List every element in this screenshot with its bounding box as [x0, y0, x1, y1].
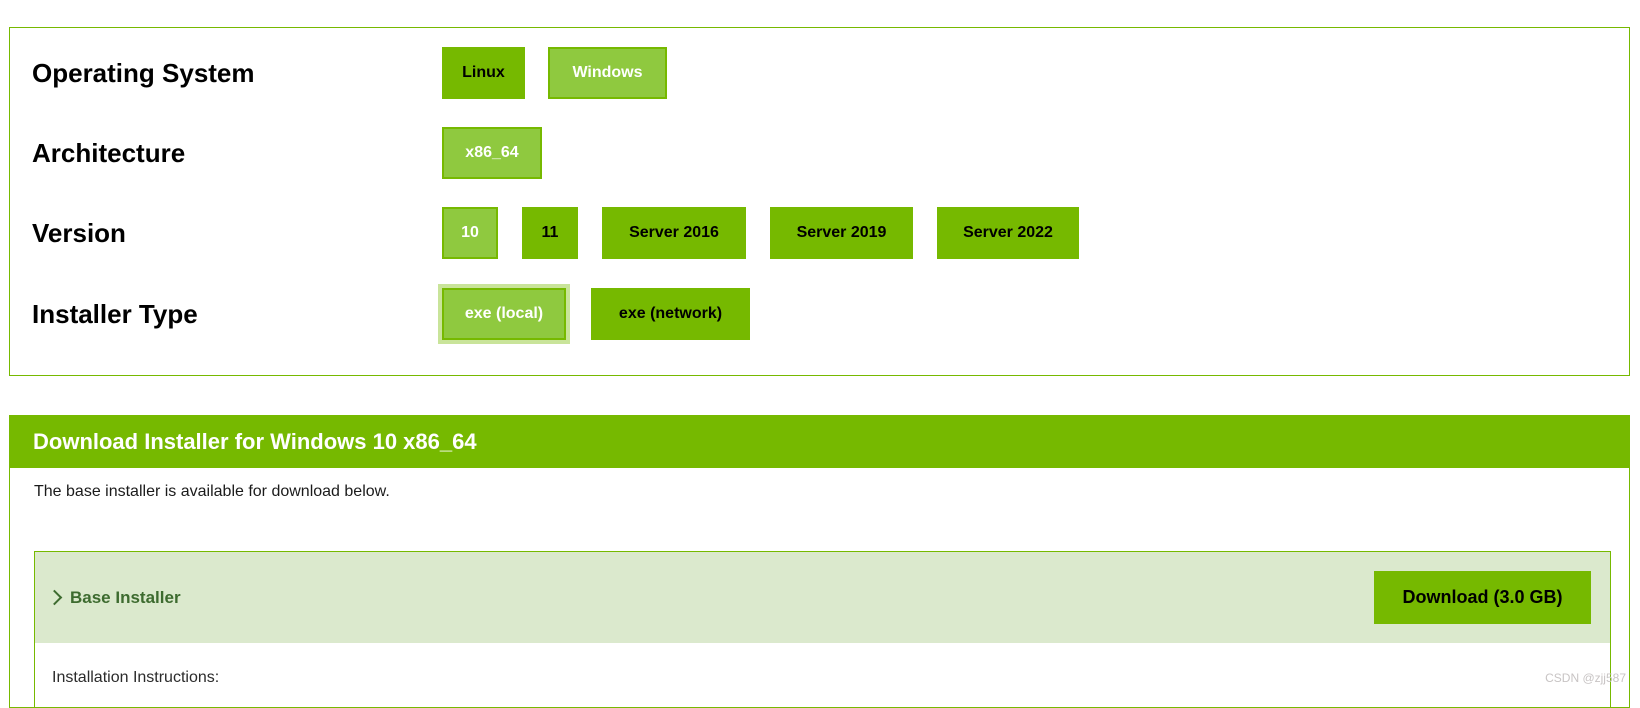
csdn-watermark: CSDN @zjj587 [1545, 671, 1626, 685]
installation-instructions-label: Installation Instructions: [52, 669, 220, 686]
base-installer-title-group: Base Installer [46, 587, 181, 608]
version-option-server-2019[interactable]: Server 2019 [770, 207, 913, 259]
version-options: 10 11 Server 2016 Server 2019 Server 202… [442, 207, 1079, 259]
selector-row-operating-system: Operating System Linux Windows [32, 47, 667, 99]
selector-row-version: Version 10 11 Server 2016 Server 2019 Se… [32, 207, 1079, 259]
base-installer-accordion: Base Installer Download (3.0 GB) Install… [34, 551, 1611, 707]
base-installer-intro-text: The base installer is available for down… [34, 483, 390, 500]
architecture-options: x86_64 [442, 127, 542, 179]
operating-system-options: Linux Windows [442, 47, 667, 99]
selector-row-architecture: Architecture x86_64 [32, 127, 542, 179]
platform-selector-panel: Operating System Linux Windows Architect… [9, 27, 1630, 376]
os-option-linux[interactable]: Linux [442, 47, 525, 99]
download-panel-title: Download Installer for Windows 10 x86_64 [33, 428, 477, 454]
version-option-server-2016[interactable]: Server 2016 [602, 207, 746, 259]
version-option-server-2022[interactable]: Server 2022 [937, 207, 1079, 259]
version-option-10[interactable]: 10 [442, 207, 498, 259]
selector-row-installer-type: Installer Type exe (local) exe (network) [32, 288, 750, 340]
operating-system-label: Operating System [32, 57, 255, 88]
chevron-right-icon [46, 589, 63, 606]
installer-option-exe-network[interactable]: exe (network) [591, 288, 750, 340]
version-label: Version [32, 217, 126, 248]
version-option-11[interactable]: 11 [522, 207, 578, 259]
download-installer-panel: Download Installer for Windows 10 x86_64… [9, 415, 1630, 708]
os-option-windows[interactable]: Windows [548, 47, 667, 99]
arch-option-x86-64[interactable]: x86_64 [442, 127, 542, 179]
installer-type-options: exe (local) exe (network) [442, 288, 750, 340]
installer-type-label: Installer Type [32, 298, 198, 329]
download-button[interactable]: Download (3.0 GB) [1374, 571, 1591, 624]
installer-option-exe-local[interactable]: exe (local) [442, 288, 566, 340]
base-installer-title: Base Installer [70, 587, 181, 607]
base-installer-accordion-header[interactable]: Base Installer Download (3.0 GB) [35, 552, 1610, 643]
architecture-label: Architecture [32, 137, 186, 168]
download-panel-header: Download Installer for Windows 10 x86_64 [10, 415, 1629, 468]
